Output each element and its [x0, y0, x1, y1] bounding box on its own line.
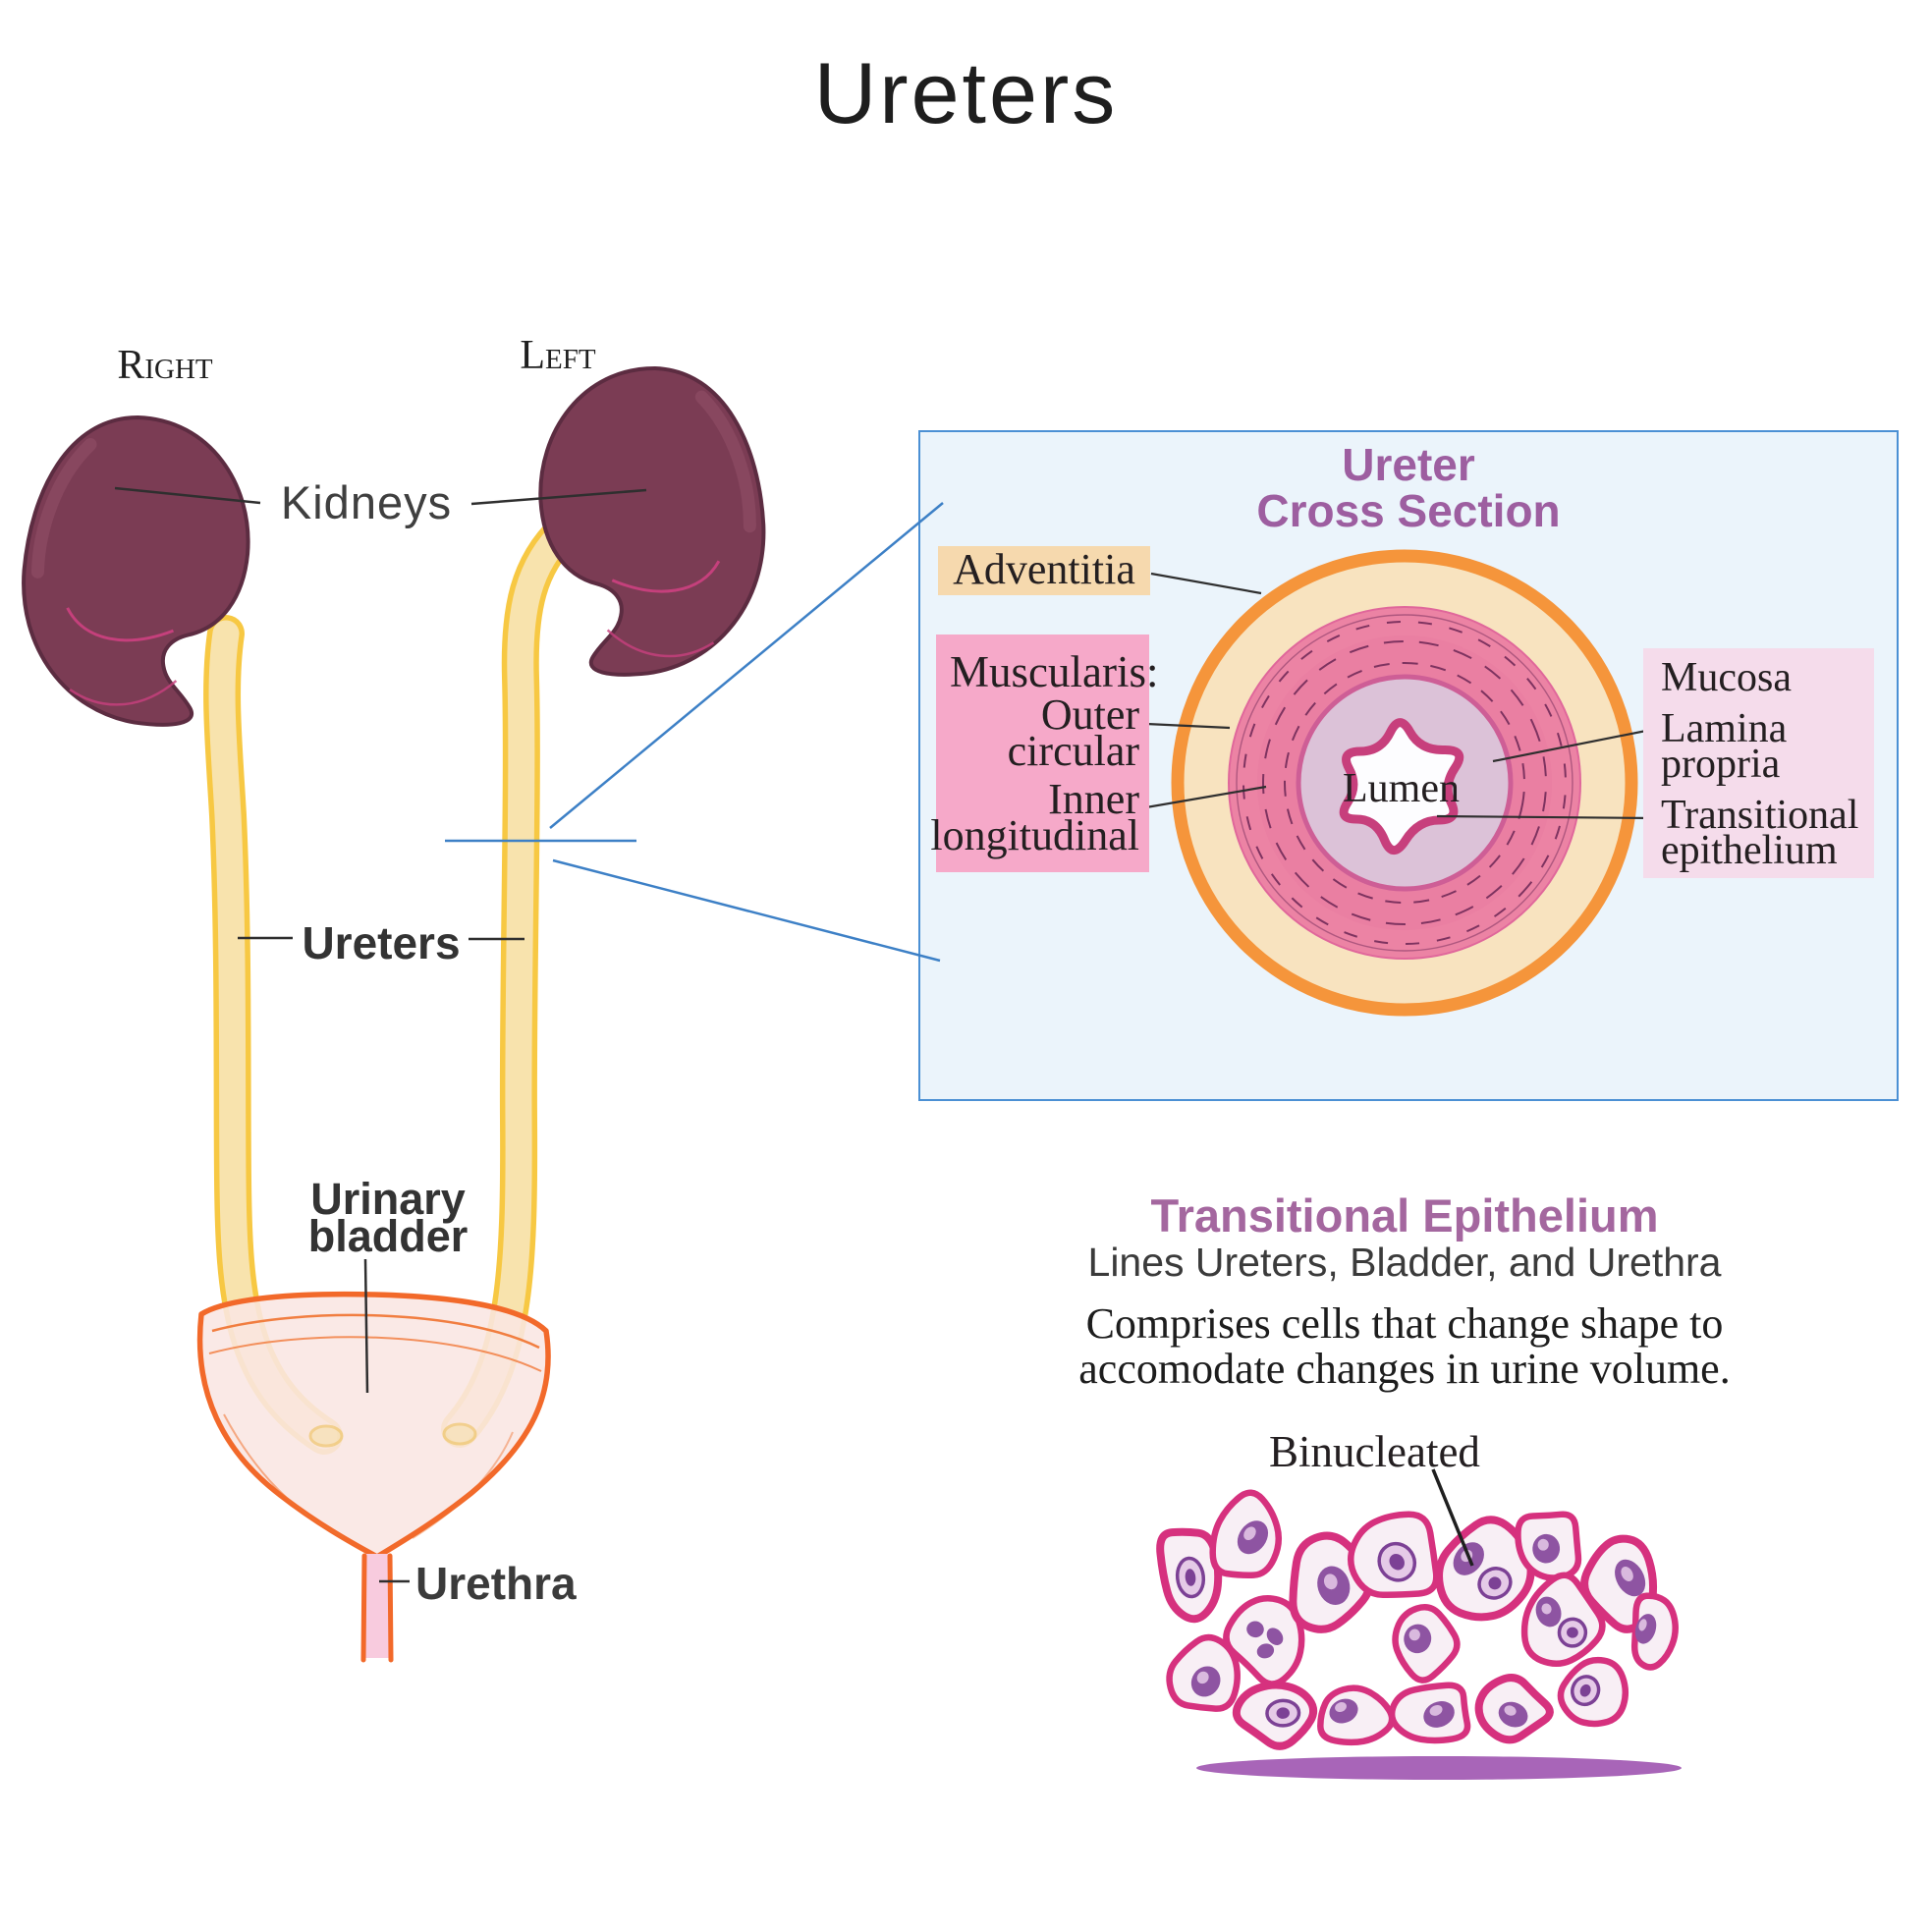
lumen-shape [1339, 718, 1464, 856]
mucosa-label-box: Mucosa Lamina propria Transitional epith… [1643, 648, 1874, 878]
cross-section-title-line1: Ureter [1342, 439, 1475, 490]
leader-lines [114, 486, 1657, 1583]
description-line2: accomodate changes in urine volume. [1078, 1345, 1731, 1394]
muscularis-outer-circular-label: Outer circular [825, 693, 1139, 773]
urinary-bladder-label-line2: bladder [307, 1210, 469, 1261]
cross-section-title-line2: Cross Section [1256, 484, 1561, 536]
transitional-epithelium-heading: Transitional Epithelium [1150, 1189, 1659, 1242]
lamina-propria-label: Lamina propria [1661, 708, 1787, 785]
lamina-line1: Lamina [1661, 706, 1788, 751]
urinary-bladder-label: Urinary bladder [290, 1177, 486, 1258]
cross-section-title: Ureter Cross Section [918, 442, 1899, 534]
adventitia-label: Adventitia [938, 546, 1150, 595]
kidneys-label: Kidneys [280, 476, 453, 528]
cells-shadow [1196, 1756, 1682, 1780]
muscularis-inner-longitudinal-label: Inner longitudinal [825, 778, 1139, 857]
transitional-line2: epithelium [1661, 828, 1838, 874]
muscularis-label-box: Muscularis: Outer circular Inner longitu… [930, 635, 1158, 872]
ureters-label: Ureters [302, 917, 461, 968]
transitional-epithelium-label: Transitional epithelium [1661, 795, 1858, 871]
outer-line1: Outer [1040, 690, 1139, 739]
connector-lines [445, 502, 944, 963]
transitional-epithelium-subheading: Lines Ureters, Bladder, and Urethra [1087, 1240, 1722, 1285]
inner-line2: longitudinal [930, 810, 1139, 859]
ureter-cross-section-drawing [1171, 549, 1638, 1017]
lamina-line2: propria [1661, 742, 1781, 788]
right-kidney-shape [22, 414, 250, 727]
inner-line1: Inner [1048, 775, 1139, 823]
urinary-bladder-label-line1: Urinary [310, 1174, 466, 1224]
lumen-label: Lumen [1343, 766, 1460, 811]
description-line1: Comprises cells that change shape to [1085, 1299, 1724, 1348]
binucleated-label: Binucleated [1269, 1427, 1480, 1476]
transitional-line1: Transitional [1661, 793, 1859, 838]
left-kidney-label: Left [520, 333, 596, 378]
left-kidney-shape [538, 365, 766, 677]
urethra-label: Urethra [415, 1558, 577, 1609]
mucosa-label: Mucosa [1661, 655, 1792, 700]
binucleated-leader-line [1431, 1468, 1474, 1567]
outer-line2: circular [1007, 726, 1139, 775]
epithelium-description: Comprises cells that change shape to acc… [1012, 1299, 1797, 1394]
right-kidney-label: Right [117, 343, 213, 388]
bladder-shape [196, 1291, 551, 1560]
epithelium-cells-illustration [1156, 1468, 1682, 1780]
page-title: Ureters [813, 44, 1119, 141]
muscularis-label: Muscularis: [950, 647, 1159, 696]
urethra-shape [360, 1553, 394, 1663]
